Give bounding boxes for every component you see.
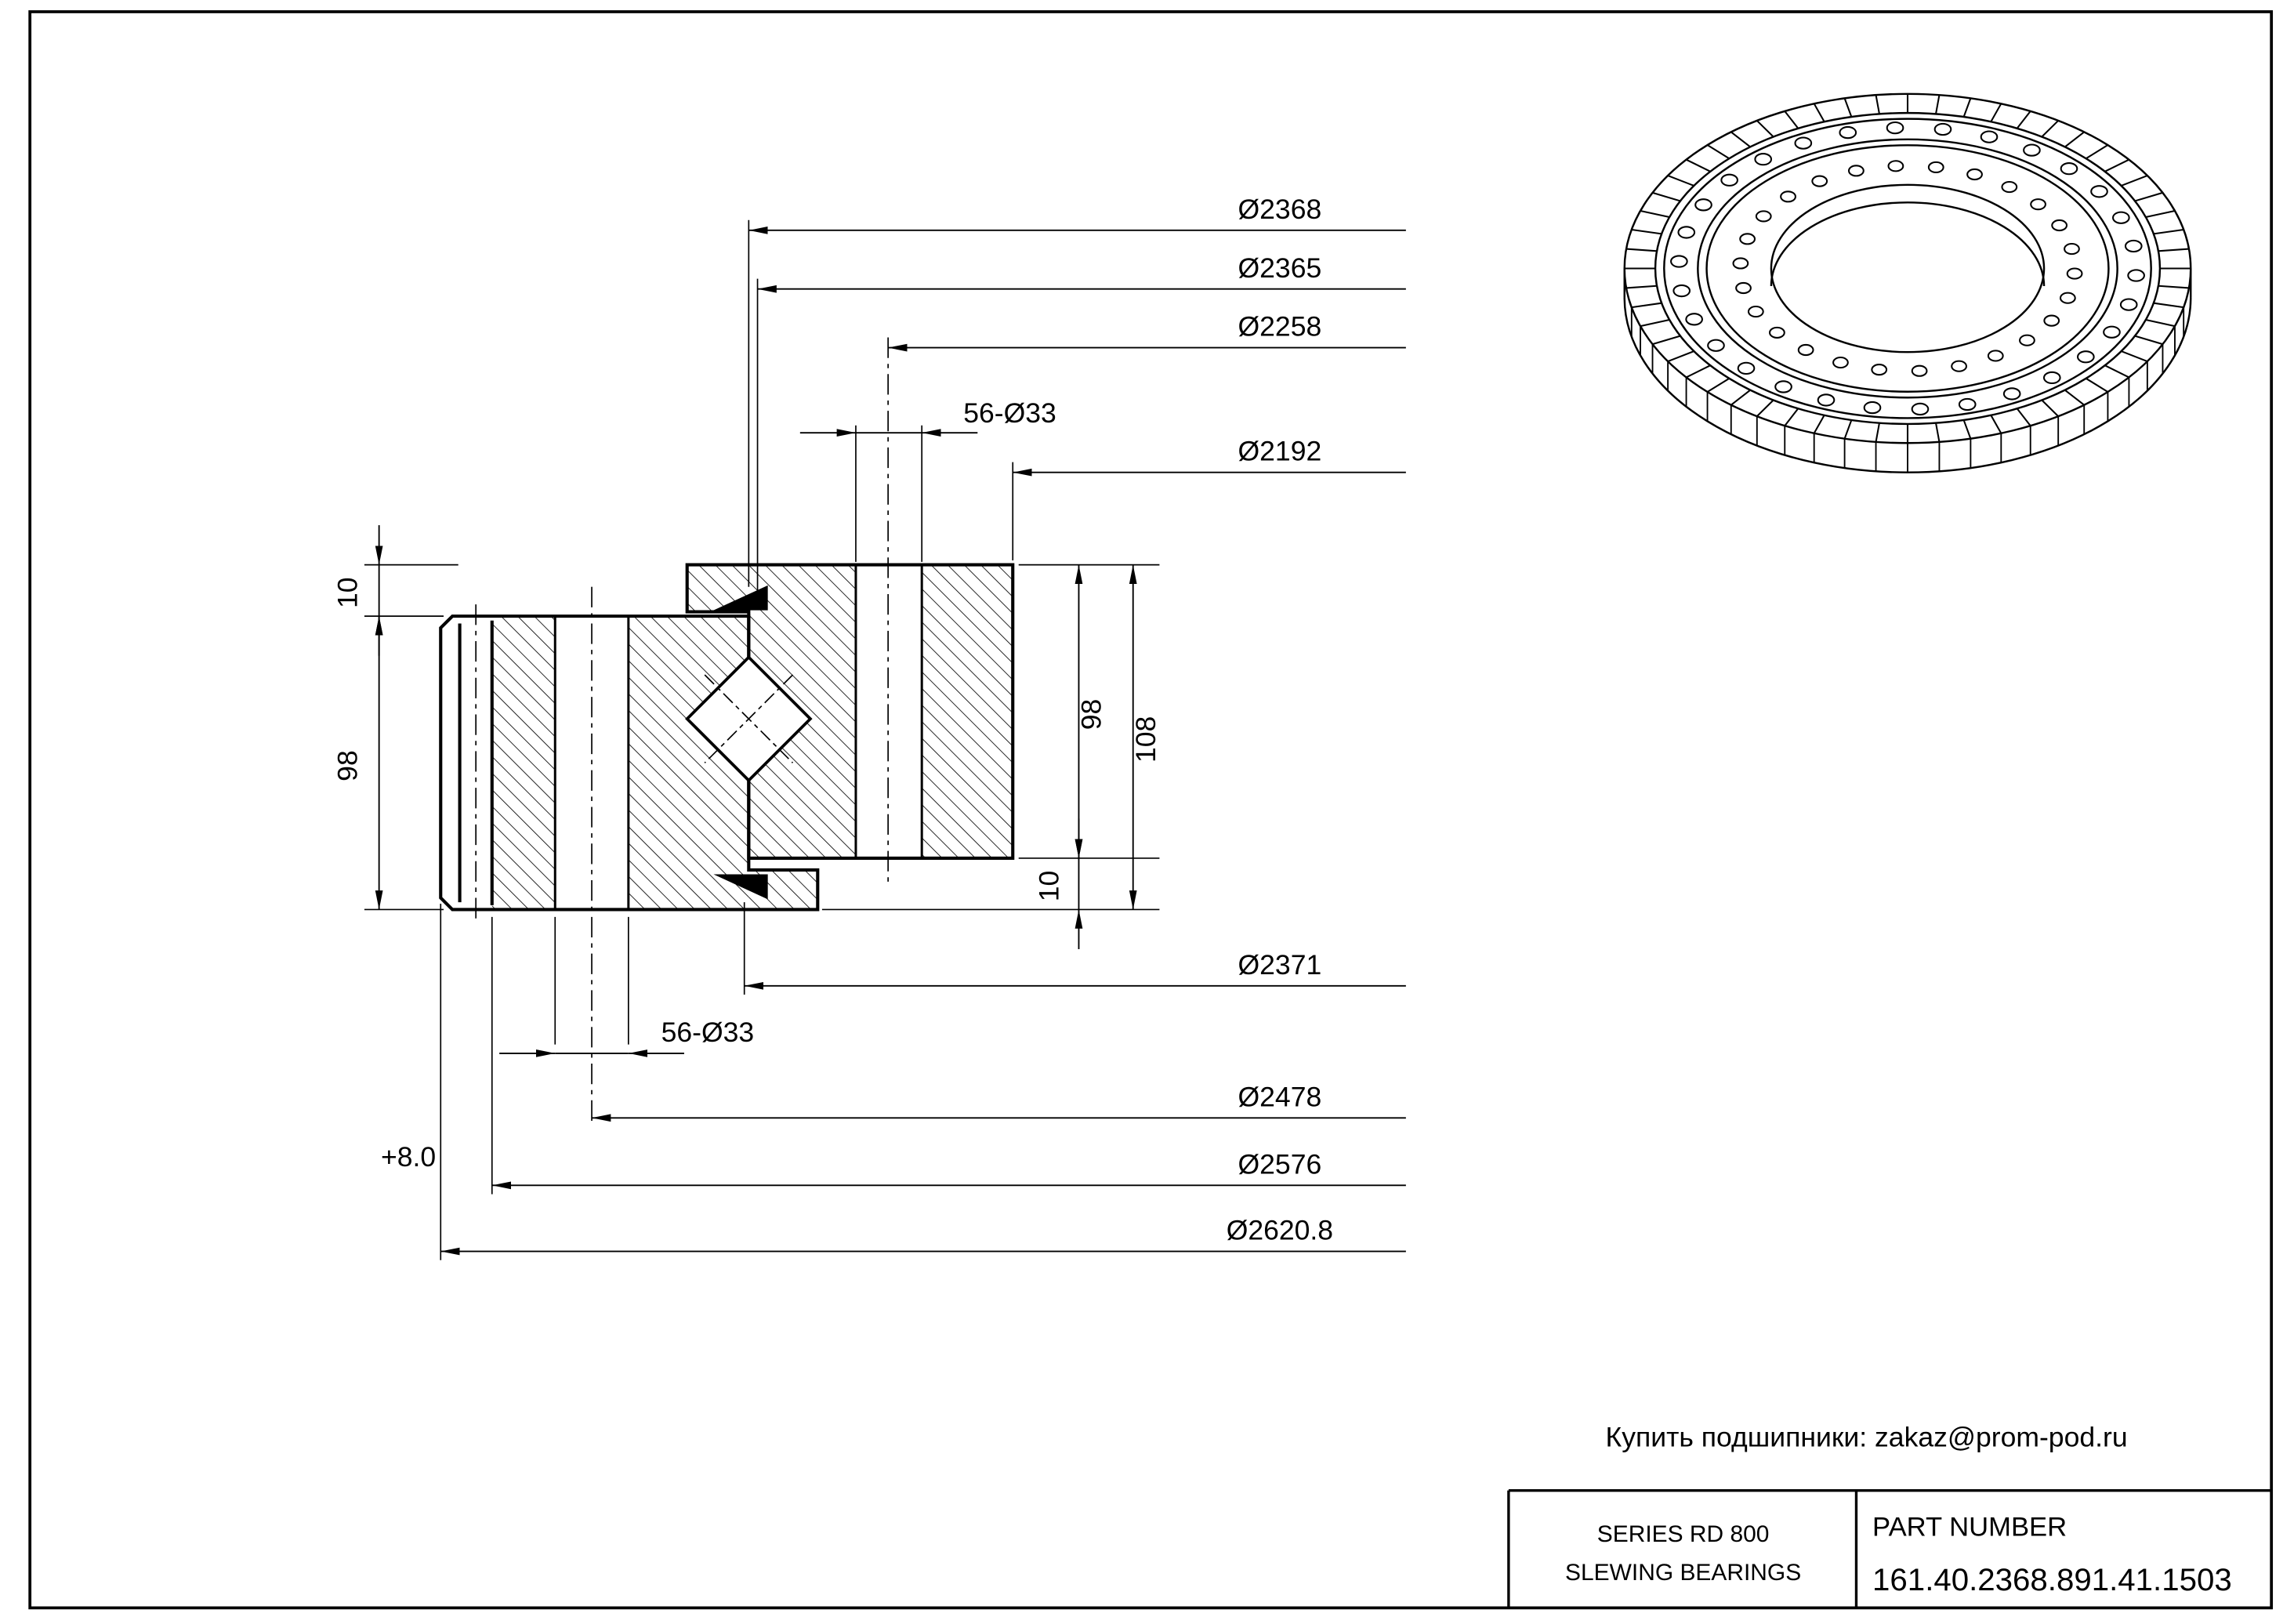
bore-ellipse bbox=[1770, 183, 2046, 353]
seal-bottom bbox=[713, 874, 768, 900]
bore-back-wall bbox=[1770, 201, 2046, 286]
outer-ring-face-edge bbox=[1663, 118, 2152, 419]
drawing-border bbox=[28, 10, 2274, 1610]
dim-label-10-left: 10 bbox=[332, 577, 364, 608]
dim-label-offset: +8.0 bbox=[381, 1141, 436, 1173]
part-number-label: PART NUMBER bbox=[1872, 1513, 2067, 1542]
gear-teeth-lines bbox=[458, 604, 494, 922]
inner-ring-outline bbox=[685, 563, 1015, 861]
series-line2: SLEWING BEARINGS bbox=[1565, 1560, 1801, 1586]
dim-label-10-right: 10 bbox=[1033, 871, 1064, 902]
dim-label-2478: Ø2478 bbox=[1238, 1081, 1322, 1112]
dim-label-2576: Ø2576 bbox=[1238, 1148, 1322, 1180]
isometric-view bbox=[1623, 92, 2192, 473]
dim-label-2192: Ø2192 bbox=[1238, 436, 1322, 467]
dim-label-2258: Ø2258 bbox=[1238, 311, 1322, 343]
dim-label-bolt-top: 56-Ø33 bbox=[963, 397, 1056, 429]
ring-split-line-outer bbox=[1697, 138, 2118, 399]
seal-top bbox=[713, 585, 768, 611]
dim-label-2365: Ø2365 bbox=[1238, 252, 1322, 284]
dim-label-2620: Ø2620.8 bbox=[1227, 1215, 1333, 1246]
gear-teeth-and-holes bbox=[1624, 93, 2191, 473]
dim-label-2368: Ø2368 bbox=[1238, 194, 1322, 225]
title-block: SERIES RD 800 SLEWING BEARINGS PART NUMB… bbox=[1507, 1488, 2272, 1608]
dim-label-98-left: 98 bbox=[332, 750, 364, 781]
bolt-hole-walls bbox=[553, 564, 923, 910]
dim-label-2371: Ø2371 bbox=[1238, 949, 1322, 981]
part-number-value: 161.40.2368.891.41.1503 bbox=[1872, 1562, 2232, 1597]
gear-root-ellipse bbox=[1654, 111, 2162, 426]
ring-split-line-inner bbox=[1705, 144, 2110, 393]
contact-email-text: Купить подшипники: zakaz@prom-pod.ru bbox=[1606, 1422, 2128, 1453]
section-view bbox=[439, 337, 1015, 1124]
dim-label-108-right: 108 bbox=[1130, 716, 1161, 763]
dim-label-bolt-bottom: 56-Ø33 bbox=[661, 1017, 755, 1048]
dim-label-98-right: 98 bbox=[1076, 699, 1107, 730]
cross-roller bbox=[685, 654, 813, 783]
dimensions: Ø2368 Ø2365 Ø2258 56-Ø33 Ø2192 Ø2371 56-… bbox=[332, 194, 1406, 1260]
series-line1: SERIES RD 800 bbox=[1597, 1521, 1770, 1547]
